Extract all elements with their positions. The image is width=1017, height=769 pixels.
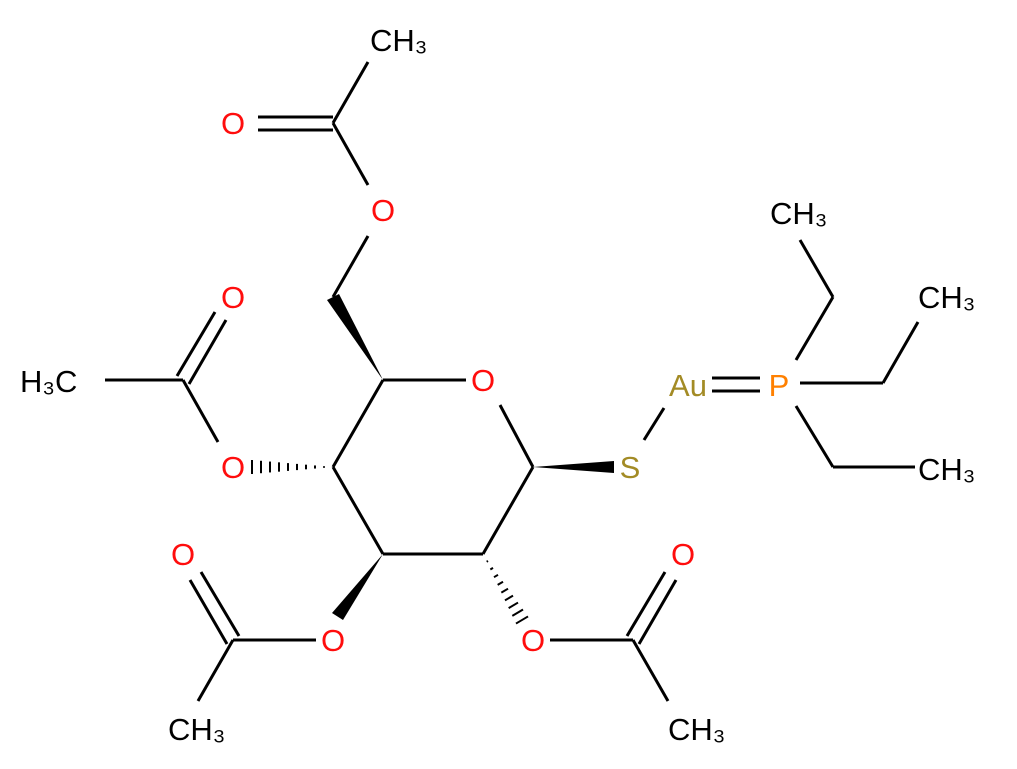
bonds xyxy=(105,61,920,702)
hashed-wedge-c2-o-hash xyxy=(500,587,509,594)
hashed-wedge-c2-o-hash xyxy=(493,573,499,579)
c4-carbonyl-oxygen-label: O xyxy=(221,280,245,315)
ethyl2-ch3-label: CH₃ xyxy=(918,280,975,315)
ethyl1-ch3-label: CH₃ xyxy=(770,196,827,231)
bond-c-o-dbl2 xyxy=(188,579,229,645)
bond-c-ch3 xyxy=(331,61,370,124)
c3-acetyl-ch3-label: CH₃ xyxy=(168,712,225,747)
ring-oxygen-label: O xyxy=(471,363,495,398)
c2-ester-oxygen-label: O xyxy=(521,623,545,658)
bond-c4-c5 xyxy=(331,379,385,468)
c2-carbonyl-oxygen-label: O xyxy=(671,537,695,572)
wedge-c3-o xyxy=(332,554,383,620)
sulfur-label: S xyxy=(620,450,641,485)
c6-carbonyl-oxygen-label: O xyxy=(221,106,245,141)
bond-c6-o xyxy=(331,235,370,298)
bond-c-o-dbl1 xyxy=(625,571,667,637)
bond-o-c xyxy=(181,379,220,443)
bond-p-ethyl1 xyxy=(794,296,835,361)
hashed-wedges xyxy=(251,460,529,625)
bond-c-o-dbl1 xyxy=(175,311,217,377)
bond-s-au xyxy=(642,407,666,441)
c6-ester-oxygen-label: O xyxy=(371,193,395,228)
c6-acetyl-ch3-label: CH₃ xyxy=(370,23,427,58)
gold-label: Au xyxy=(669,368,707,403)
hashed-wedge-c2-o-hash xyxy=(515,615,529,625)
bond-c-ch3 xyxy=(631,639,670,702)
hashed-wedge-c2-o-hash xyxy=(508,601,519,609)
hashed-wedge-c2-o-hash xyxy=(504,594,514,602)
bond-c-ch3 xyxy=(196,639,235,702)
c3-carbonyl-oxygen-label: O xyxy=(171,537,195,572)
wedge-c1-s xyxy=(533,461,614,473)
c4-acetyl-ch3-label: H₃C xyxy=(20,364,77,399)
ethyl3-ch3-label: CH₃ xyxy=(918,452,975,487)
hashed-wedge-c2-o-hash xyxy=(511,608,524,617)
phosphorus-label: P xyxy=(769,368,790,403)
bond-o-c xyxy=(331,122,370,186)
hashed-wedge-c2-o-hash xyxy=(486,560,489,563)
bond-c-o-dbl2 xyxy=(637,579,678,645)
hashed-wedge-c2-o-hash xyxy=(489,567,494,571)
bond-p-ethyl3 xyxy=(794,405,835,468)
bond-c-o-dbl2 xyxy=(187,319,228,385)
bond-o-c1 xyxy=(498,404,535,468)
c3-ester-oxygen-label: O xyxy=(321,623,345,658)
hashed-wedge-c2-o-hash xyxy=(497,580,504,586)
c2-acetyl-ch3-label: CH₃ xyxy=(668,712,725,747)
c4-ester-oxygen-label: O xyxy=(221,450,245,485)
bond-c-o-dbl1 xyxy=(199,571,241,637)
bond-ethyl1-ch3 xyxy=(798,239,835,298)
atom-labels: O S Au P CH₃ CH₃ CH₃ O O CH₃ O O H₃C O O… xyxy=(20,23,975,747)
bond-c1-c2 xyxy=(481,466,535,555)
wedge-c5-c6 xyxy=(327,294,383,380)
bond-c3-c4 xyxy=(331,466,385,555)
bond-ethyl2-ch3 xyxy=(881,321,920,384)
